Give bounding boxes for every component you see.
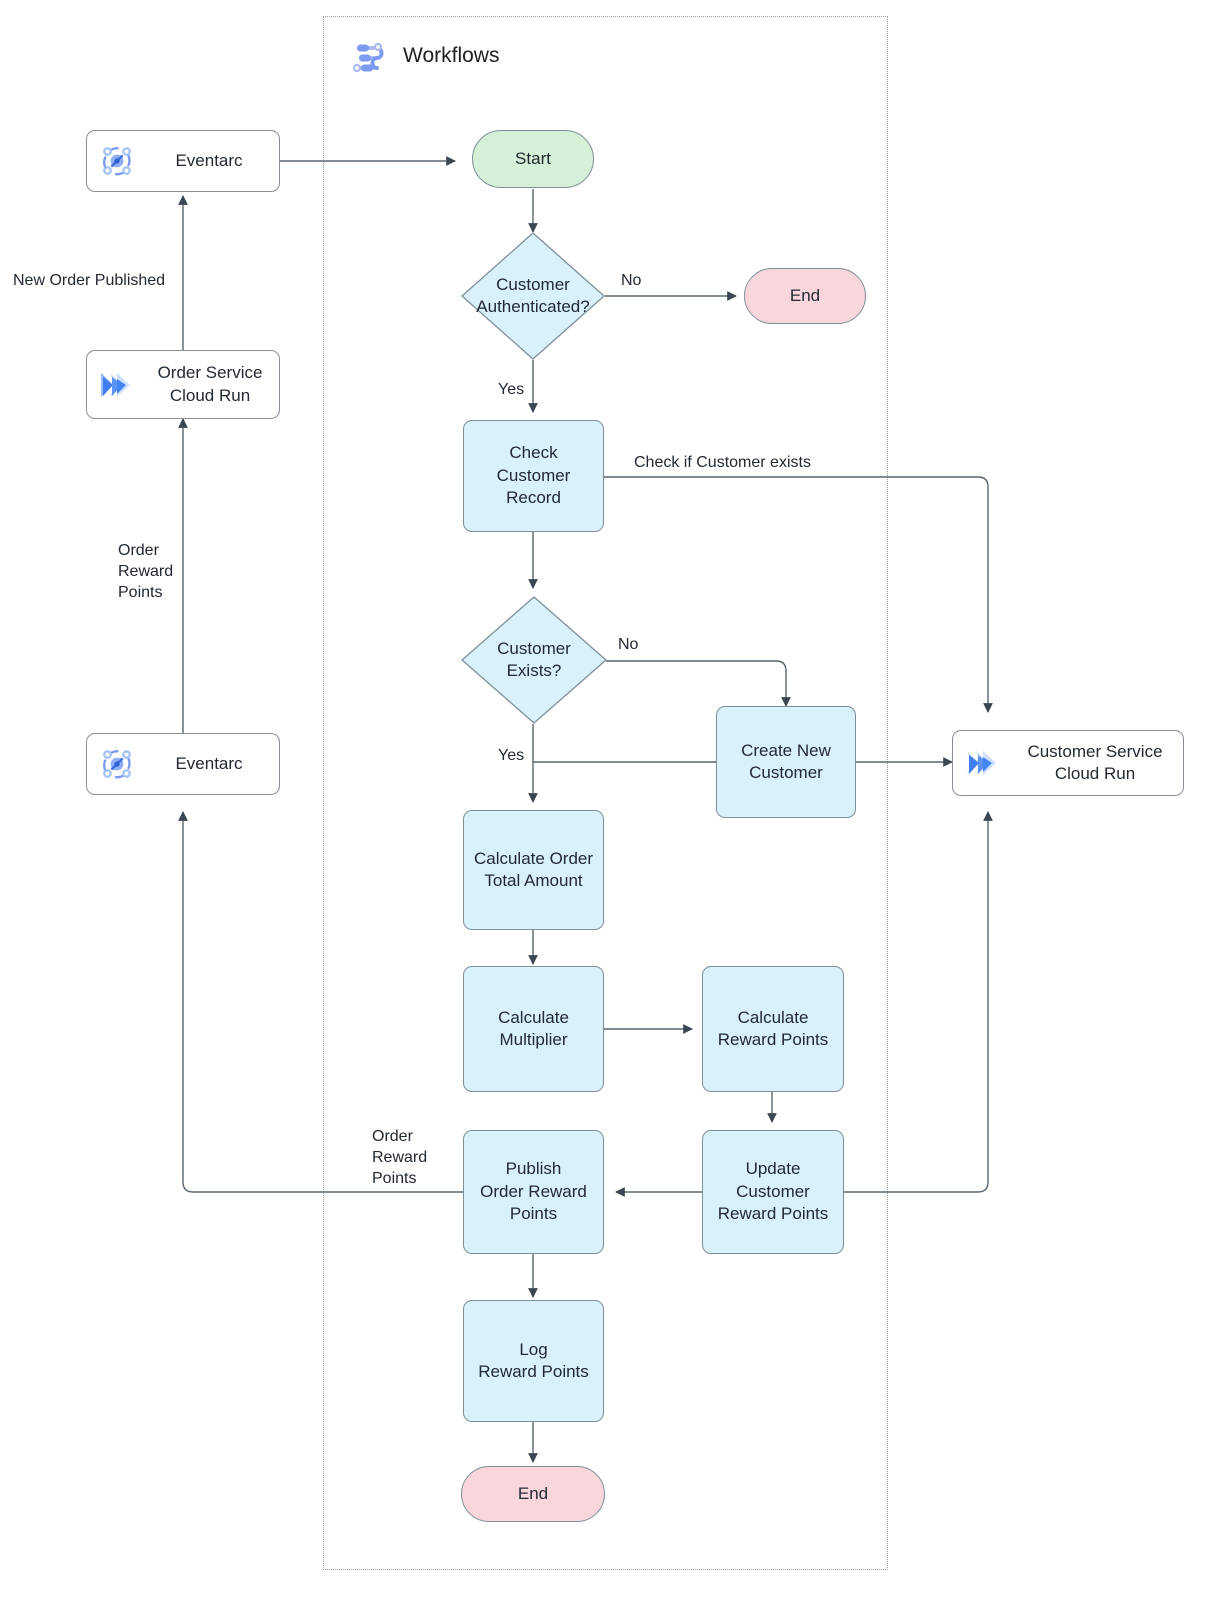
node-eventarc-top-label: Eventarc — [175, 150, 243, 170]
node-publish-order-reward-points-label: Publish Order Reward Points — [480, 1159, 587, 1224]
node-calculate-multiplier-label: Calculate Multiplier — [498, 1007, 569, 1049]
node-eventarc-top[interactable]: Eventarc — [86, 130, 280, 192]
node-start[interactable]: Start — [472, 130, 594, 188]
node-eventarc-bottom-label: Eventarc — [175, 753, 243, 773]
edge-label-no-exists: No — [618, 636, 639, 653]
node-calculate-reward-points-label: Calculate Reward Points — [717, 1007, 829, 1049]
node-calculate-multiplier[interactable]: Calculate Multiplier — [463, 966, 604, 1092]
cloud-run-icon — [97, 365, 139, 405]
node-calculate-order-total[interactable]: Calculate Order Total Amount — [463, 810, 604, 930]
node-publish-order-reward-points[interactable]: Publish Order Reward Points — [463, 1130, 604, 1254]
node-check-customer-record[interactable]: Check Customer Record — [463, 420, 604, 532]
node-customer-exists-label: Customer Exists? — [497, 638, 571, 680]
node-order-service-label: Order Service Cloud Run — [157, 363, 263, 405]
node-customer-exists[interactable]: Customer Exists? — [461, 596, 607, 724]
workflows-container — [323, 16, 888, 1570]
node-eventarc-bottom[interactable]: Eventarc — [86, 733, 280, 795]
edge-label-check-if-customer-exists: Check if Customer exists — [634, 454, 811, 471]
node-log-reward-points[interactable]: Log Reward Points — [463, 1300, 604, 1422]
node-start-label: Start — [515, 148, 551, 168]
node-update-customer-reward-points-label: Update Customer Reward Points — [717, 1159, 829, 1224]
node-end-top-label: End — [789, 285, 821, 305]
edge-label-order-reward-points-left: Order Reward Points — [118, 542, 174, 602]
edge-label-yes-exists: Yes — [498, 747, 525, 764]
node-calculate-order-total-label: Calculate Order Total Amount — [473, 848, 594, 890]
eventarc-icon — [97, 141, 137, 181]
node-order-service-cloud-run[interactable]: Order Service Cloud Run — [86, 350, 280, 419]
node-update-customer-reward-points[interactable]: Update Customer Reward Points — [702, 1130, 844, 1254]
edge-label-new-order-published: New Order Published — [13, 272, 166, 289]
workflows-title: Workflows — [403, 44, 500, 67]
eventarc-icon — [97, 744, 137, 784]
node-customer-service-cloud-run[interactable]: Customer Service Cloud Run — [952, 730, 1184, 796]
workflows-icon — [347, 36, 391, 80]
node-end-top[interactable]: End — [744, 268, 866, 324]
node-calculate-reward-points[interactable]: Calculate Reward Points — [702, 966, 844, 1092]
node-customer-authenticated[interactable]: Customer Authenticated? — [461, 232, 605, 360]
cloud-run-icon — [963, 743, 1005, 783]
node-customer-authenticated-label: Customer Authenticated? — [476, 274, 590, 316]
node-end-bottom[interactable]: End — [461, 1466, 605, 1522]
node-customer-service-label: Customer Service Cloud Run — [1027, 741, 1163, 783]
edge-label-yes-authenticated: Yes — [498, 381, 525, 398]
edge-label-no-authenticated: No — [621, 272, 642, 289]
node-end-bottom-label: End — [517, 1483, 549, 1503]
node-create-new-customer[interactable]: Create New Customer — [716, 706, 856, 818]
edge-label-order-reward-points-publish: Order Reward Points — [372, 1128, 428, 1188]
node-log-reward-points-label: Log Reward Points — [478, 1339, 589, 1381]
node-create-new-customer-label: Create New Customer — [741, 740, 831, 782]
node-check-customer-record-label: Check Customer Record — [496, 443, 571, 508]
